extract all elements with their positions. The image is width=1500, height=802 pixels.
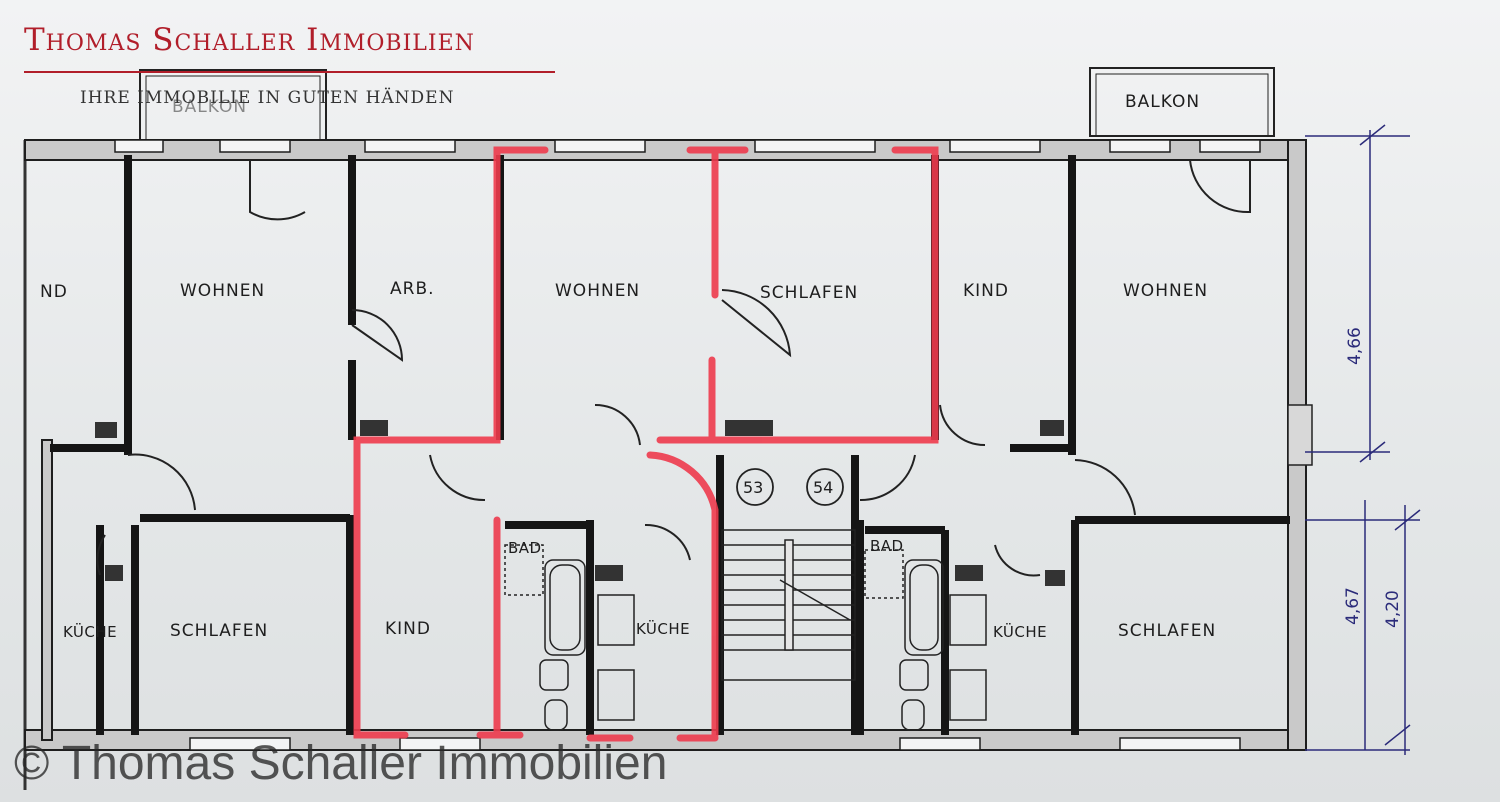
brand-tagline: IHRE IMMOBILIE IN GUTEN HÄNDEN: [80, 88, 455, 108]
room-label-kueche-right: KÜCHE: [993, 622, 1047, 641]
vent-symbols: [95, 404, 1313, 586]
windows-top: [114, 139, 1261, 153]
room-label-far-left: ND: [40, 282, 68, 302]
door-swings: [96, 159, 1251, 577]
room-label-kueche-far-left: KÜCHE: [63, 622, 117, 641]
room-label-wohnen-right: WOHNEN: [1123, 281, 1208, 301]
staircase: [721, 529, 856, 681]
room-label-schlafen-right: SCHLAFEN: [1118, 621, 1216, 641]
dimension-label-bottom-right: 4,20: [1383, 590, 1403, 628]
apartment-highlight: [353, 146, 939, 742]
room-label-wohnen-center: WOHNEN: [555, 281, 640, 301]
interior-walls: [50, 155, 1290, 735]
dimension-labels: 4,66 4,67 4,20: [1343, 327, 1403, 628]
windows-bottom: [189, 737, 1241, 751]
unit-numbers: 53 54: [736, 468, 844, 506]
copyright-watermark: © Thomas Schaller Immobilien: [14, 737, 668, 790]
room-labels: ND WOHNEN ARB. WOHNEN SCHLAFEN KIND WOHN…: [40, 92, 1216, 641]
room-label-arb: ARB.: [390, 279, 435, 299]
brand-rule: [24, 71, 555, 73]
room-label-wohnen-left: WOHNEN: [180, 281, 265, 301]
dimension-label-top: 4,66: [1345, 327, 1365, 365]
dimension-label-bottom-left: 4,67: [1343, 587, 1363, 625]
brand-logo-text: Thomas Schaller Immobilien: [24, 22, 475, 58]
unit-number-54: 54: [813, 478, 833, 497]
room-label-kind-center: KIND: [385, 619, 431, 639]
room-label-bad-right: BAD: [870, 537, 904, 555]
balcony-label-left: BALKON: [172, 97, 247, 117]
room-label-kind-right: KIND: [963, 281, 1009, 301]
dimension-lines: [1305, 124, 1421, 755]
exterior-walls: [24, 139, 1307, 751]
bathroom-fixtures: [504, 544, 987, 731]
room-label-kueche-center: KÜCHE: [636, 619, 690, 638]
unit-number-53: 53: [743, 478, 763, 497]
room-label-bad-center: BAD: [508, 539, 542, 557]
room-label-schlafen-left: SCHLAFEN: [170, 621, 268, 641]
room-label-schlafen-center: SCHLAFEN: [760, 283, 858, 303]
balcony-label-right: BALKON: [1125, 92, 1200, 112]
balcony-right: [1089, 67, 1275, 137]
